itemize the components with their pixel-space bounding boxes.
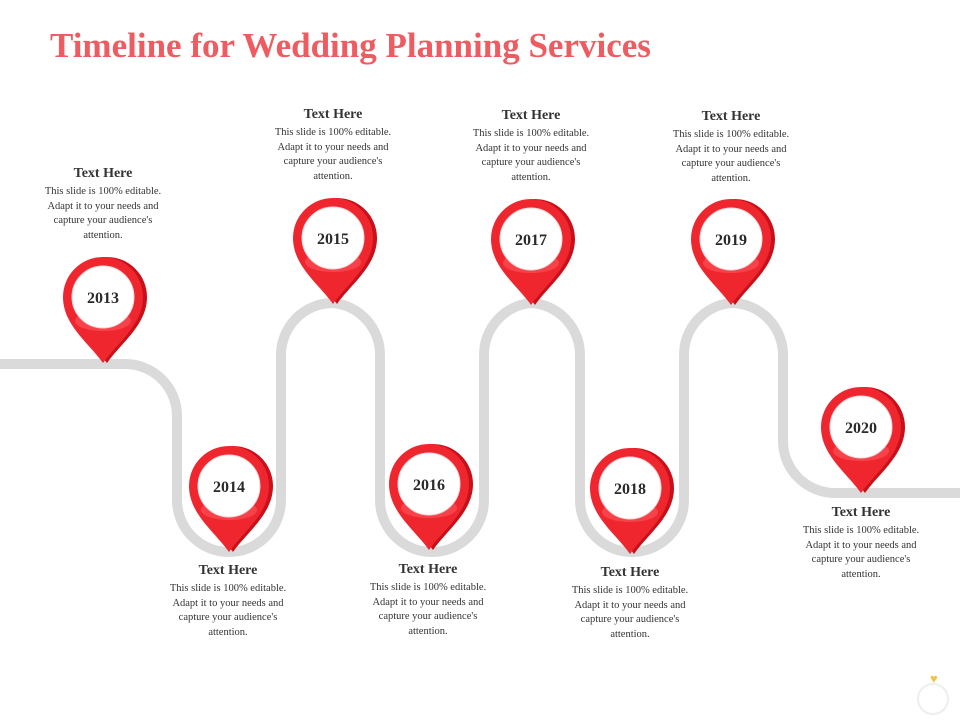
pin-badge [397, 452, 461, 516]
pin-badge [71, 265, 135, 329]
page-title: Timeline for Wedding Planning Services [50, 26, 651, 65]
milestone-2013-callout: Text Here This slide is 100% editable. A… [38, 166, 168, 243]
milestone-2020-description: This slide is 100% editable. Adapt it to… [802, 525, 920, 580]
pin-badge [598, 456, 662, 520]
milestone-2016-callout: Text Here This slide is 100% editable. A… [363, 562, 493, 639]
milestone-2017-callout: Text Here This slide is 100% editable. A… [466, 108, 596, 185]
milestone-2015-heading: Text Here [303, 107, 363, 122]
milestone-2013-description: This slide is 100% editable. Adapt it to… [44, 186, 162, 241]
milestone-2016-year: 2016 [413, 477, 445, 494]
milestone-2019-description: This slide is 100% editable. Adapt it to… [672, 129, 790, 184]
milestone-2018-pin: 2018 [590, 448, 674, 554]
pin-badge [829, 395, 893, 459]
milestone-2016-heading: Text Here [398, 562, 458, 577]
milestone-2016-pin: 2016 [389, 444, 473, 550]
milestone-2018-callout: Text Here This slide is 100% editable. A… [565, 565, 695, 642]
heart-icon: ♥ [930, 671, 938, 686]
milestone-2013-pin: 2013 [63, 256, 147, 363]
milestone-2015-description: This slide is 100% editable. Adapt it to… [274, 127, 392, 182]
milestone-2019-year: 2019 [715, 232, 747, 249]
milestone-2017-year: 2017 [515, 232, 547, 249]
milestone-2014-description: This slide is 100% editable. Adapt it to… [169, 583, 287, 638]
milestone-2020-year: 2020 [845, 420, 877, 437]
timeline-road [0, 298, 960, 557]
pin-badge [301, 206, 365, 270]
milestone-2020-pin: 2020 [821, 387, 905, 493]
milestone-2013-year: 2013 [87, 290, 119, 307]
milestone-2014-heading: Text Here [198, 563, 258, 578]
circle-icon [917, 683, 949, 715]
milestone-2015-pin: 2015 [292, 197, 377, 304]
milestone-2019-heading: Text Here [701, 109, 761, 124]
milestone-2020-callout: Text Here This slide is 100% editable. A… [796, 505, 926, 582]
milestone-2019-pin: 2019 [691, 199, 775, 305]
milestone-2014-callout: Text Here This slide is 100% editable. A… [163, 563, 293, 640]
milestone-2014-year: 2014 [213, 479, 245, 496]
milestone-2018-description: This slide is 100% editable. Adapt it to… [571, 585, 689, 640]
milestone-2018-heading: Text Here [600, 565, 660, 580]
milestone-2017-pin: 2017 [491, 199, 575, 305]
pin-badge [699, 207, 763, 271]
milestone-2017-description: This slide is 100% editable. Adapt it to… [472, 128, 590, 183]
milestone-2015-callout: Text Here This slide is 100% editable. A… [268, 107, 398, 184]
milestone-2019-callout: Text Here This slide is 100% editable. A… [666, 109, 796, 186]
pin-badge [499, 207, 563, 271]
milestone-2016-description: This slide is 100% editable. Adapt it to… [369, 582, 487, 637]
pin-badge [197, 454, 261, 518]
milestone-2020-heading: Text Here [831, 505, 891, 520]
milestone-2015-year: 2015 [317, 231, 349, 248]
milestone-2013-heading: Text Here [73, 166, 133, 181]
milestone-2017-heading: Text Here [501, 108, 561, 123]
milestone-2014-pin: 2014 [189, 446, 273, 552]
milestone-2018-year: 2018 [614, 481, 646, 498]
